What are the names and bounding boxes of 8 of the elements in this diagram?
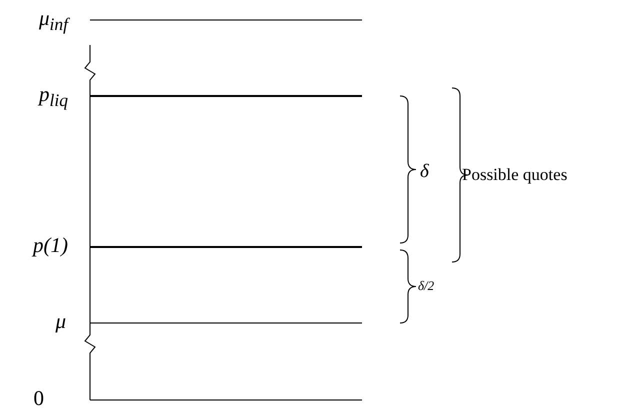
level-label: μ (55, 311, 66, 332)
bracket-label: δ (420, 162, 429, 181)
bracket-label: δ/2 (418, 278, 434, 292)
level-label: p(1) (33, 235, 68, 256)
level-label: p$_{liq}$ (39, 84, 68, 110)
level-label: μ$_{inf}$ (38, 8, 68, 34)
level-label: 0 (34, 388, 44, 410)
bracket-label: Possible quotes (462, 166, 568, 183)
